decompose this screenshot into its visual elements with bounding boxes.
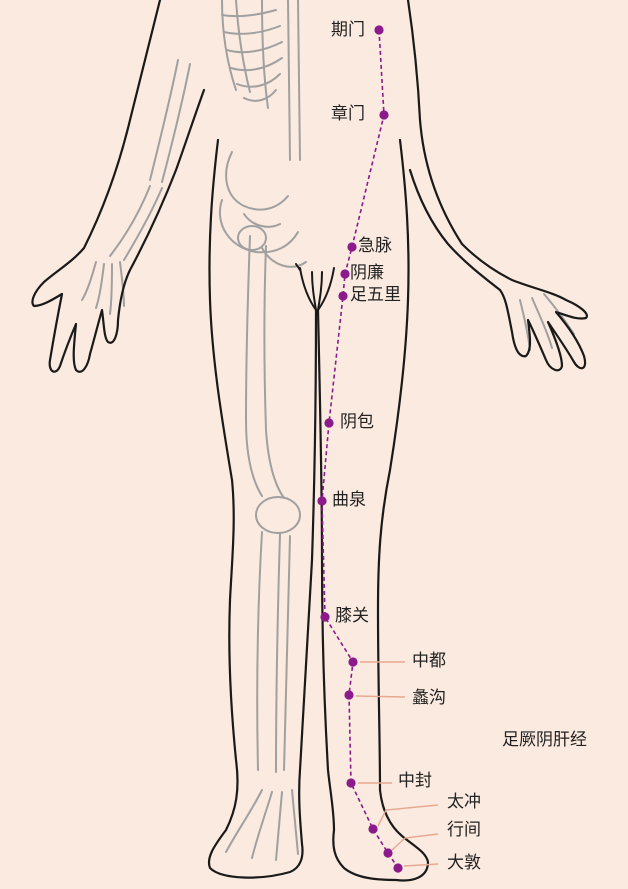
rib-cage	[221, 0, 283, 109]
acupoint-dot-xingjian	[383, 848, 393, 858]
acupoint-label-jimai: 急脉	[358, 236, 392, 256]
diagram-title: 足厥阴肝经	[502, 730, 587, 750]
leader-line-taichong	[377, 804, 439, 827]
acupoint-dot-yinbao	[324, 418, 334, 428]
acupoint-dot-jimai	[347, 242, 357, 252]
acupoint-dot-taichong	[368, 824, 378, 834]
acupoint-label-taichong: 太冲	[447, 792, 481, 812]
leader-line-xingjian	[391, 833, 439, 851]
acupoint-label-yinlian: 阴廉	[350, 263, 384, 283]
acupoint-label-dadun: 大敦	[447, 853, 481, 873]
spine	[287, 0, 301, 161]
meridian	[321, 29, 399, 869]
left-femur	[237, 225, 301, 534]
acupoint-dot-zhongfeng	[346, 778, 356, 788]
acupoint-label-zhangmen: 章门	[331, 104, 365, 124]
leader-lines	[355, 661, 439, 867]
acupoint-dot-zhongdu	[348, 657, 358, 667]
acupoint-dot-qimen	[374, 25, 384, 35]
acupoint-dot-yinlian	[340, 269, 350, 279]
acupoint-dots	[317, 25, 403, 873]
acupoint-label-ligou: 蠡沟	[412, 688, 446, 708]
pelvis	[219, 151, 307, 268]
liver-meridian-path	[321, 29, 399, 869]
acupoint-dot-xiguan	[320, 612, 330, 622]
leader-line-ligou	[355, 695, 406, 698]
skeleton	[81, 0, 575, 861]
acupoint-dot-ququan	[317, 496, 327, 506]
acupoint-label-zhongfeng: 中封	[398, 771, 432, 791]
acupoint-dot-zhangmen	[379, 110, 389, 120]
acupoint-label-ququan: 曲泉	[332, 490, 366, 510]
left-arm-bones	[81, 59, 191, 315]
leader-line-dadun	[403, 863, 439, 867]
left-foot-bones	[225, 789, 299, 861]
acupoint-dot-dadun	[393, 863, 403, 873]
acupoint-label-yinbao: 阴包	[340, 412, 374, 432]
left-tibia	[256, 531, 291, 773]
body-outline	[31, 0, 588, 882]
acupoint-label-xingjian: 行间	[447, 820, 481, 840]
genital-detail	[295, 263, 335, 311]
acupoint-label-qimen: 期门	[331, 20, 365, 40]
acupoint-label-zuwuli: 足五里	[350, 285, 401, 305]
acupoint-dot-zuwuli	[338, 291, 348, 301]
acupoint-label-xiguan: 膝关	[335, 606, 369, 626]
acupoint-label-zhongdu: 中都	[412, 651, 446, 671]
acupoint-dot-ligou	[344, 690, 354, 700]
